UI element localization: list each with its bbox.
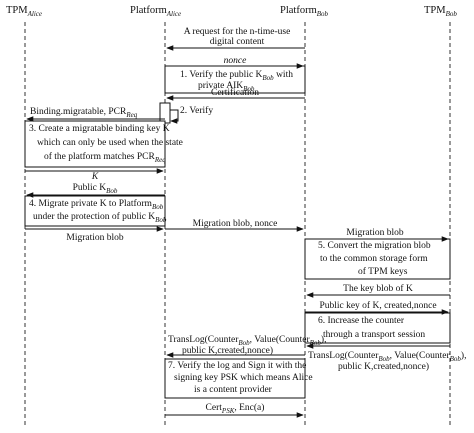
step-6-box [304,312,451,344]
step-5-text-3: of TPM keys [358,267,408,277]
step-4-text-1: 4. Migrate private K to PlatformBob [29,199,164,211]
step-2-self-arrow [170,109,179,124]
msg-migration-blob-label-2: Migration blob [346,228,404,238]
step-7-text-3: is a content provider [194,385,272,395]
participant-tpm-bob: TPMBob [424,5,457,19]
step-5-text-1: 5. Convert the migration blob [318,241,431,251]
participant-tpm-alice: TPMAlice [6,5,42,19]
msg-migration-blob-label-1: Migration blob [66,233,124,243]
msg-translog-label-1b: public K,created,nonce) [182,346,273,356]
step-1-text: 1. Verify the public KBob with [180,70,293,82]
step-5-text-2: to the common storage form [320,254,428,264]
participant-platform-bob: PlatformBob [280,5,329,19]
msg-public-key-k-label: Public key of K, created,nonce [319,301,437,311]
participant-platform-alice: PlatformAlice [130,5,182,19]
step-2-activation [159,102,171,124]
step-7-text-1: 7. Verify the log and Sign it with the [168,361,307,371]
step-5-box [304,238,451,280]
msg-k-label: K [91,172,99,182]
step-1-text-2: private AIKBob [198,81,255,93]
step-2-text: 2. Verify [180,106,214,116]
msg-certification-label: Certification [210,88,260,98]
step-6-text-2: through a transport session [323,330,426,340]
step-3-text-3: of the platform matches PCRReq [44,152,166,164]
step-4-text-2: under the protection of public KBob [33,212,167,224]
msg-translog-label-2: TransLog(CounterBob, Value(CounterBob), [308,351,467,363]
msg-translog-label-1: TransLog(CounterBob, Value(CounterBob), [168,335,327,347]
msg-request-label: A request for the n-time-use [183,27,291,37]
msg-translog-label-2b: public K,created,nonce) [338,362,429,372]
msg-binding-label: Binding.migratable, PCRReq [30,107,138,119]
step-4-box [24,195,166,227]
step-6-text-1: 6. Increase the counter [318,316,404,326]
step-7-text-2: signing key PSK which means Alice [174,373,313,383]
msg-public-k-label: Public KBob [72,183,118,195]
msg-migration-blob-nonce-label: Migration blob, nonce [192,219,278,229]
step-3-box [24,120,166,168]
step-7-box [164,358,306,399]
msg-cert-label: CertPSK, Enc(a) [205,403,265,415]
msg-request-label-2: digital content [209,37,265,47]
msg-nonce-label: nonce [223,56,247,66]
msg-key-blob-label: The key blob of K [343,284,413,294]
step-3-text-2: which can only be used when the state [37,138,183,148]
step-1-box [164,65,306,94]
step-3-text-1: 3. Create a migratable binding key K [29,124,170,134]
